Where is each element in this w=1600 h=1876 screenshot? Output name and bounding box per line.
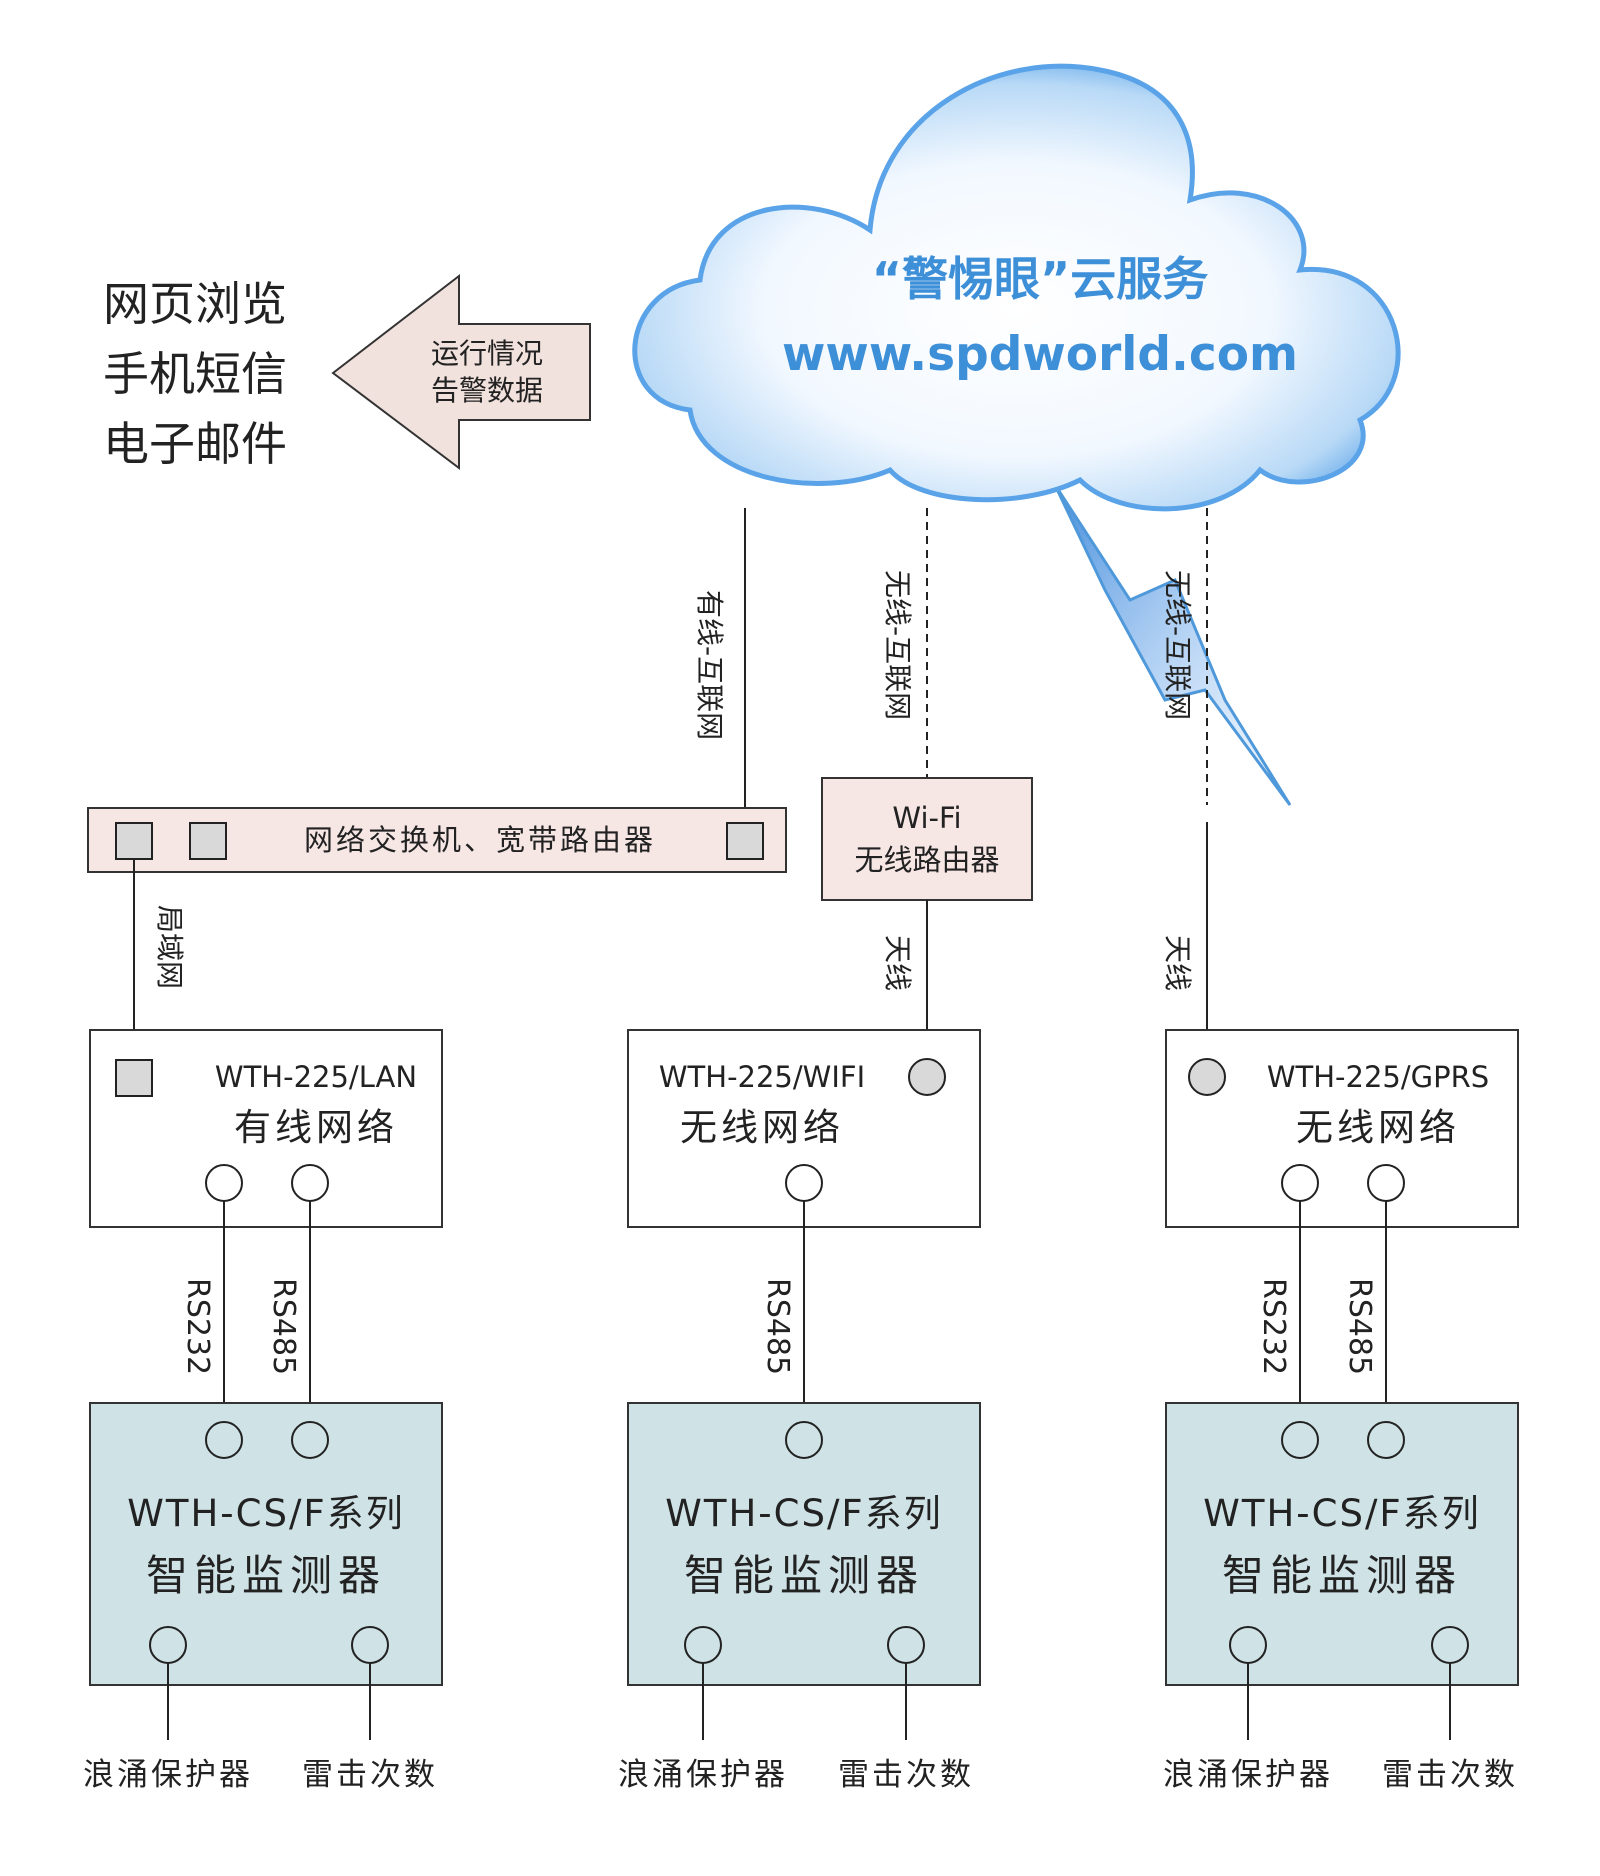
gateway-wifi-type: 无线网络: [680, 1106, 844, 1149]
cloud-url: www.spdworld.com: [782, 327, 1298, 382]
strike-count-label: 雷击次数: [838, 1757, 974, 1793]
output-sms: 手机短信: [103, 347, 287, 401]
serial-label: RS485: [266, 1278, 301, 1375]
monitor-name: 智能监测器: [146, 1551, 386, 1600]
switch-port-2: [189, 822, 227, 860]
arrow-line-alarm: 告警数据: [431, 374, 543, 407]
surge-protector-label: 浪涌保护器: [83, 1757, 253, 1793]
gprs-antenna-port: [1188, 1058, 1226, 1096]
rs485-port: [291, 1164, 329, 1202]
strike-count-label: 雷击次数: [302, 1757, 438, 1793]
input-port: [351, 1626, 389, 1664]
monitor-port: [785, 1421, 823, 1459]
output-list: 网页浏览 手机短信 电子邮件: [103, 277, 287, 471]
wifi-router-line1: Wi-Fi: [892, 801, 961, 835]
monitor-gprs: WTH-CS/F系列 智能监测器: [1165, 1402, 1519, 1686]
gateway-wifi: WTH-225/WIFI 无线网络: [627, 1029, 981, 1228]
serial-label: RS232: [180, 1278, 215, 1375]
monitor-name: 智能监测器: [1222, 1551, 1462, 1600]
gateway-gprs-model: WTH-225/GPRS: [1267, 1060, 1489, 1094]
gateway-wifi-model: WTH-225/WIFI: [659, 1060, 865, 1094]
input-port: [1431, 1626, 1469, 1664]
gprs-antenna-label: 天线: [1161, 935, 1194, 991]
monitor-port: [1281, 1421, 1319, 1459]
input-port: [887, 1626, 925, 1664]
serial-label: RS232: [1256, 1278, 1291, 1375]
input-port: [1229, 1626, 1267, 1664]
wifi-internet-label: 无线-互联网: [881, 570, 914, 720]
rs232-port: [205, 1164, 243, 1202]
strike-count-label: 雷击次数: [1382, 1757, 1518, 1793]
switch-port-1: [115, 822, 153, 860]
output-web: 网页浏览: [103, 277, 287, 331]
cloud-shape: [632, 63, 1401, 512]
gateway-lan-type: 有线网络: [234, 1106, 398, 1149]
output-email: 电子邮件: [103, 417, 287, 471]
rs485-port: [785, 1164, 823, 1202]
cloud-title: “警惕眼”云服务: [872, 252, 1208, 306]
monitor-series: WTH-CS/F系列: [1203, 1492, 1480, 1535]
gateway-gprs-type: 无线网络: [1296, 1106, 1460, 1149]
monitor-port: [1367, 1421, 1405, 1459]
arrow-line-status: 运行情况: [431, 337, 543, 370]
gateway-gprs: WTH-225/GPRS 无线网络: [1165, 1029, 1519, 1228]
lan-port: [115, 1059, 153, 1097]
serial-label: RS485: [1342, 1278, 1377, 1375]
monitor-wifi: WTH-CS/F系列 智能监测器: [627, 1402, 981, 1686]
monitor-port: [291, 1421, 329, 1459]
wired-internet-label: 有线-互联网: [693, 590, 726, 740]
monitor-series: WTH-CS/F系列: [127, 1492, 404, 1535]
monitor-lan: WTH-CS/F系列 智能监测器: [89, 1402, 443, 1686]
lightning-bolt-icon: [1053, 484, 1292, 806]
monitor-series: WTH-CS/F系列: [665, 1492, 942, 1535]
wifi-router-line2: 无线路由器: [854, 843, 999, 877]
wifi-antenna-port: [908, 1058, 946, 1096]
switch-label: 网络交换机、宽带路由器: [304, 823, 656, 857]
monitor-name: 智能监测器: [684, 1551, 924, 1600]
input-port: [684, 1626, 722, 1664]
rs232-port: [1281, 1164, 1319, 1202]
gateway-lan: WTH-225/LAN 有线网络: [89, 1029, 443, 1228]
wifi-router: Wi-Fi 无线路由器: [821, 777, 1033, 901]
surge-protector-label: 浪涌保护器: [1163, 1757, 1333, 1793]
serial-label: RS485: [760, 1278, 795, 1375]
gprs-internet-label: 无线-互联网: [1161, 570, 1194, 720]
lan-label: 局域网: [153, 905, 186, 989]
network-switch: 网络交换机、宽带路由器: [87, 807, 787, 873]
wifi-antenna-label: 天线: [881, 935, 914, 991]
left-arrow-icon: [331, 273, 591, 471]
input-port: [149, 1626, 187, 1664]
data-arrow: 运行情况 告警数据: [331, 273, 591, 471]
surge-protector-label: 浪涌保护器: [618, 1757, 788, 1793]
cloud: “警惕眼”云服务 www.spdworld.com: [632, 63, 1401, 806]
rs485-port: [1367, 1164, 1405, 1202]
gateway-lan-model: WTH-225/LAN: [215, 1060, 417, 1094]
monitor-port: [205, 1421, 243, 1459]
switch-port-3: [726, 822, 764, 860]
